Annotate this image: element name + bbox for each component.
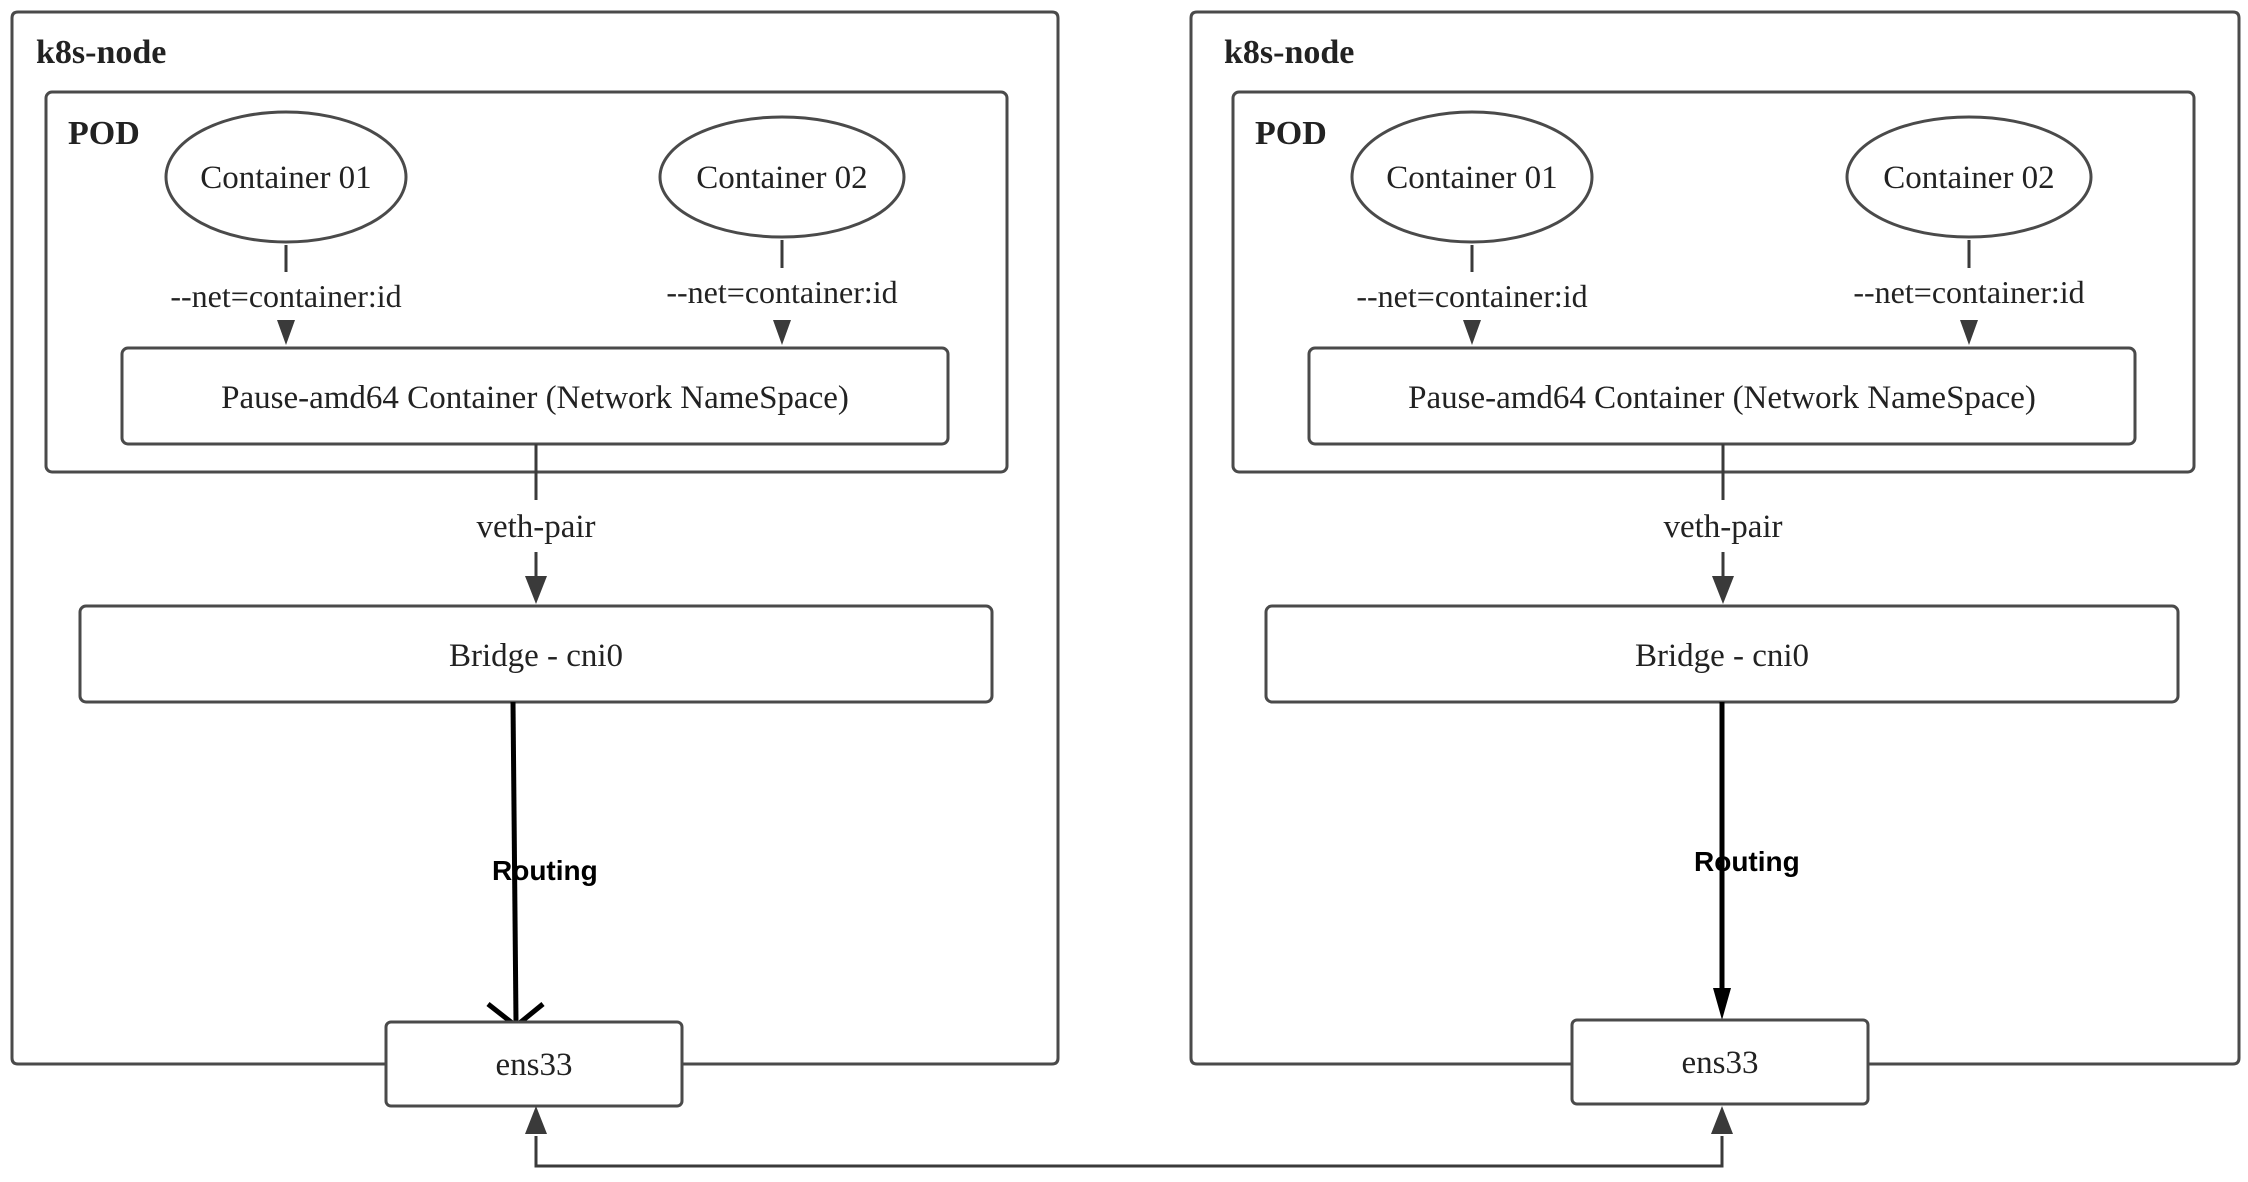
net-flag-label: --net=container:id: [1853, 274, 2084, 310]
net-flag-label: --net=container:id: [666, 274, 897, 310]
arrow-head: [525, 1106, 547, 1134]
arrow-head: [1712, 576, 1734, 604]
pause-container-label: Pause-amd64 Container (Network NameSpace…: [1408, 380, 2036, 416]
pod-label: POD: [1255, 115, 1327, 152]
k8s-node-right: k8s-node POD Container 01 Container 02 -…: [1189, 10, 2241, 1106]
container-02-label: Container 02: [696, 160, 867, 196]
container-01: [1350, 110, 1594, 244]
container-02: [1845, 115, 2093, 239]
net-flag-label: --net=container:id: [170, 278, 401, 314]
pod-frame: [44, 90, 1009, 474]
arrow-head: [525, 576, 547, 604]
ens33-interface: [1570, 1018, 1870, 1106]
container-02-label: Container 02: [1883, 160, 2054, 196]
ens33-label: ens33: [1682, 1045, 1759, 1081]
veth-pair-label: veth-pair: [1663, 509, 1782, 545]
k8s-node-left: k8s-node POD Container 01 Container 02 -…: [10, 10, 1060, 1108]
inter-node-link: [525, 1106, 1733, 1168]
container-01-label: Container 01: [1386, 160, 1557, 196]
routing-line: [510, 701, 519, 1023]
bridge-label: Bridge - cni0: [1635, 638, 1809, 674]
container-01: [164, 110, 408, 244]
ens33-label: ens33: [496, 1047, 573, 1083]
routing-label: Routing: [1694, 846, 1800, 877]
bridge-cni0: [78, 604, 994, 704]
ens33-interface: [384, 1020, 684, 1108]
arrow-head: [277, 320, 295, 345]
bridge-label: Bridge - cni0: [449, 638, 623, 674]
pod-label: POD: [68, 115, 140, 152]
node-title: k8s-node: [36, 34, 166, 71]
pause-container-label: Pause-amd64 Container (Network NameSpace…: [221, 380, 849, 416]
node-frame: [1189, 10, 2241, 1066]
container-01-label: Container 01: [200, 160, 371, 196]
arrow-head: [1960, 320, 1978, 345]
routing-arrow-head: [1713, 988, 1731, 1020]
arrow-head: [1711, 1106, 1733, 1134]
link-line: [534, 1136, 1724, 1168]
routing-label: Routing: [492, 855, 598, 886]
node-frame: [10, 10, 1060, 1066]
veth-pair-label: veth-pair: [476, 509, 595, 545]
pod-frame: [1231, 90, 2196, 474]
net-flag-label: --net=container:id: [1356, 278, 1587, 314]
container-02: [658, 115, 906, 239]
arrow-head: [1463, 320, 1481, 345]
arrow-head: [773, 320, 791, 345]
node-title: k8s-node: [1224, 34, 1354, 71]
